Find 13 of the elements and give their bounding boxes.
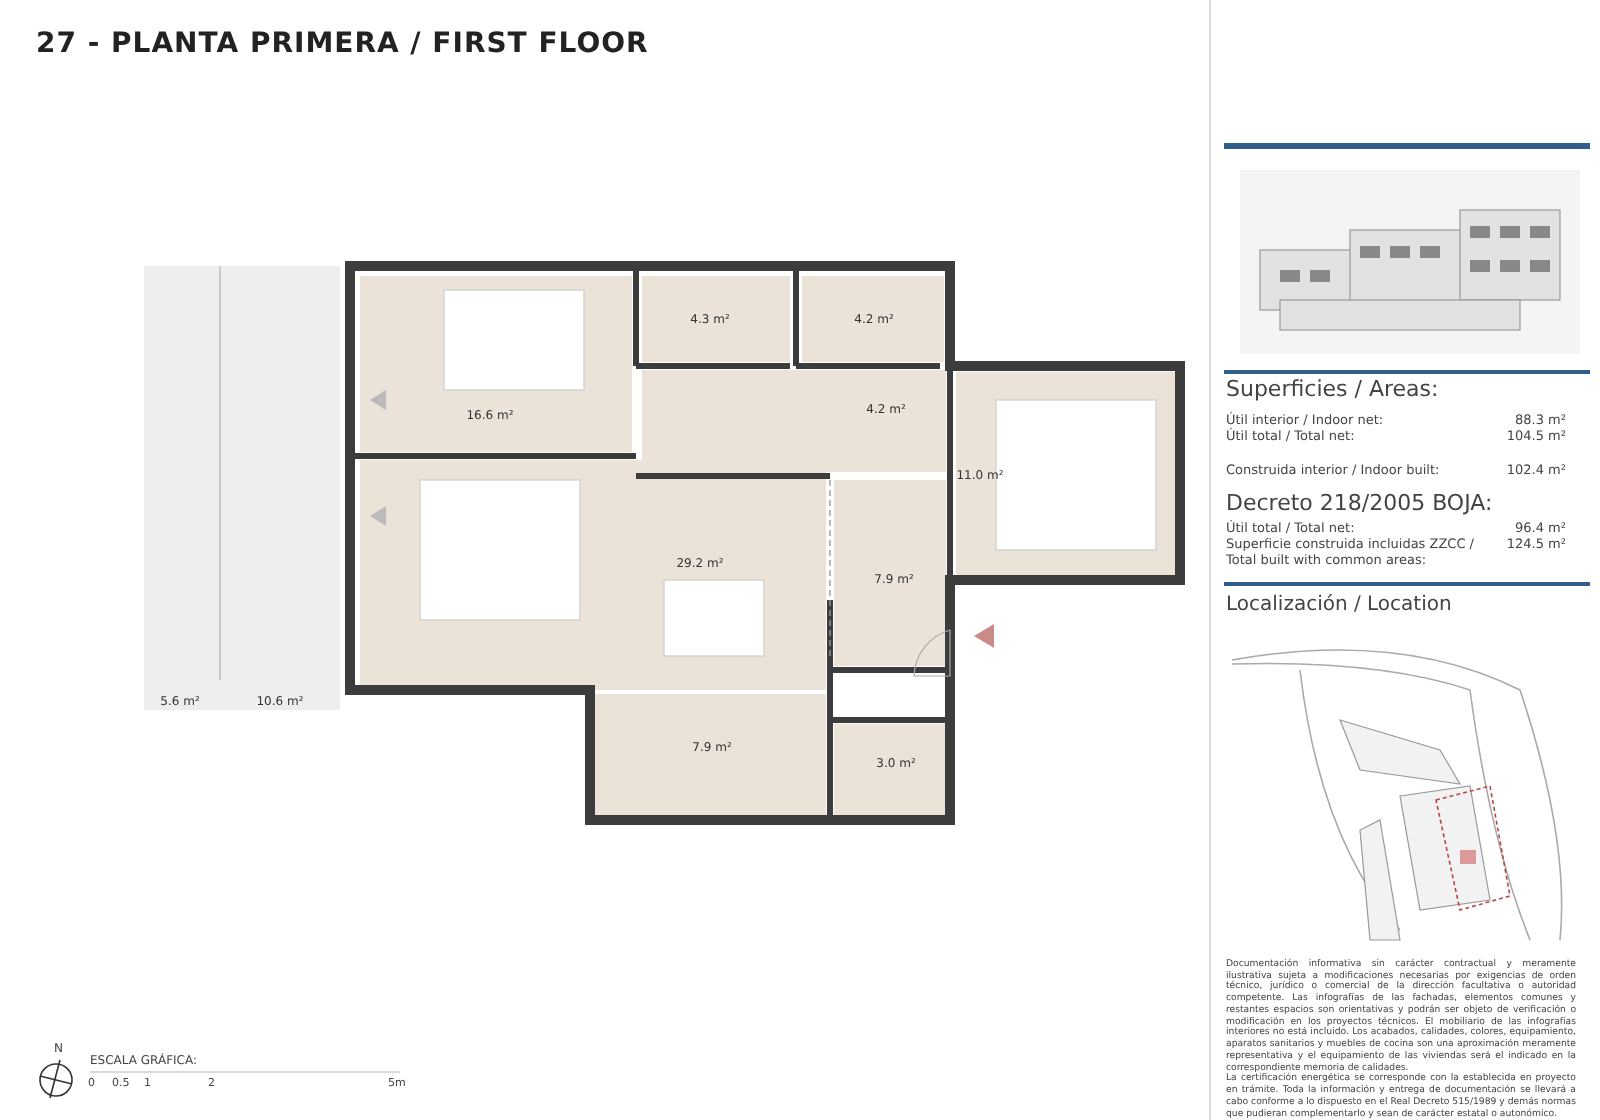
terrace-floor xyxy=(220,266,340,710)
section-heading: Superficies / Areas: xyxy=(1226,376,1439,402)
bathroom-floor xyxy=(642,276,790,362)
hallway-floor xyxy=(642,370,946,472)
building-rendering xyxy=(1240,170,1580,354)
kitchen-floor xyxy=(594,694,826,816)
entrance-floor xyxy=(834,480,946,666)
page-title: 27 - PLANTA PRIMERA / FIRST FLOOR xyxy=(36,28,649,60)
storage-room-floor xyxy=(834,724,946,816)
bathroom-floor xyxy=(802,276,944,362)
terrace-floor xyxy=(144,266,220,710)
section-heading: Decreto 218/2005 BOJA: xyxy=(1226,490,1493,516)
section-heading: Localización / Location xyxy=(1226,594,1452,616)
